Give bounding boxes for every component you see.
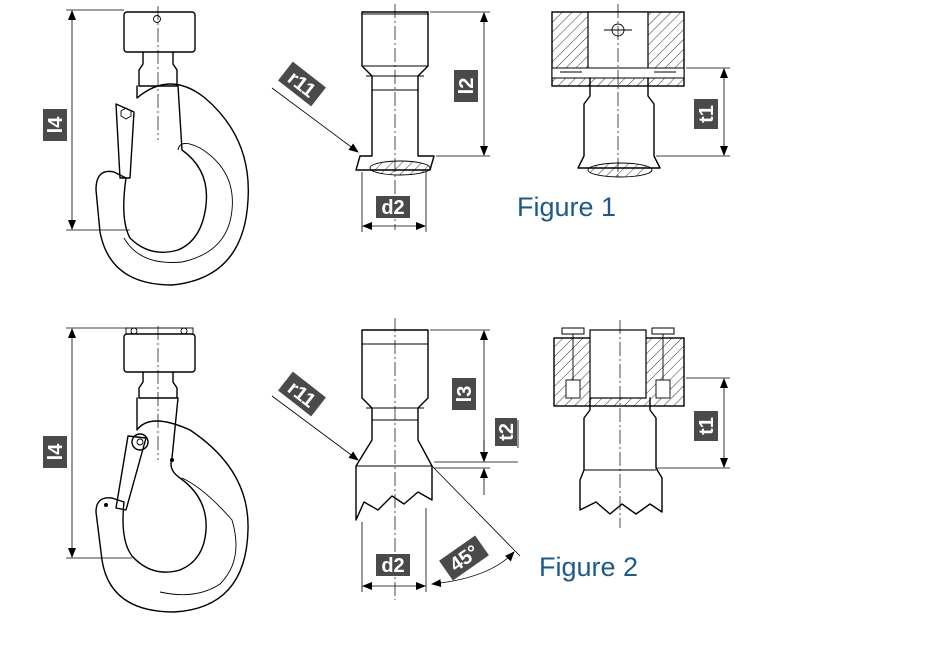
dimension-l2: l2 [430,11,490,157]
dimension-d2-fig1: d2 [361,172,427,232]
dimension-45deg: 45° [431,465,521,588]
label-l3: l3 [454,386,476,403]
hook-2-inner-contour [159,477,237,596]
hook-1 [95,6,250,286]
dimension-r11-fig1: r11 [271,61,359,153]
hook-1-inner-contour [123,143,233,263]
hook-2-latch [115,435,147,511]
hook-1-pin-hole [153,15,161,23]
dimension-t1-fig2: t1 [656,377,730,469]
dimension-t1-fig1: t1 [656,67,730,157]
label-t2: t2 [496,423,518,441]
label-l4-fig1: l4 [45,116,67,134]
dimension-l3: l3 [430,329,518,463]
hook-1-latch-pivot-icon [120,107,132,120]
shank-1-section [369,160,431,176]
label-t1-fig2: t1 [696,417,718,435]
label-d2-fig2: d2 [381,555,404,577]
figure-1-caption: Figure 1 [517,192,616,222]
hook-2-nut [123,333,196,373]
label-l4-fig2: l4 [45,443,67,461]
shank-1 [355,4,435,230]
hook-1-body [95,83,250,286]
label-d2-fig1: d2 [381,197,404,219]
dimension-t2: t2 [434,418,519,495]
hook-2 [95,326,249,613]
hook-2-body [95,397,249,613]
dimension-d2-fig2: d2 [361,508,427,592]
label-t1-fig1: t1 [696,105,718,123]
shank-2 [355,318,433,600]
dimension-l4-fig2: l4 [43,327,132,559]
hook-1-nut [123,11,196,53]
label-l2: l2 [456,78,478,95]
nut-section-2 [553,320,685,528]
dimension-l4-fig1: l4 [43,9,130,231]
dimension-r11-fig2: r11 [271,371,359,461]
hook-2-latch-pivot-icon [131,433,149,451]
nut-section-1 [551,4,685,180]
figure-2-caption: Figure 2 [539,552,638,582]
